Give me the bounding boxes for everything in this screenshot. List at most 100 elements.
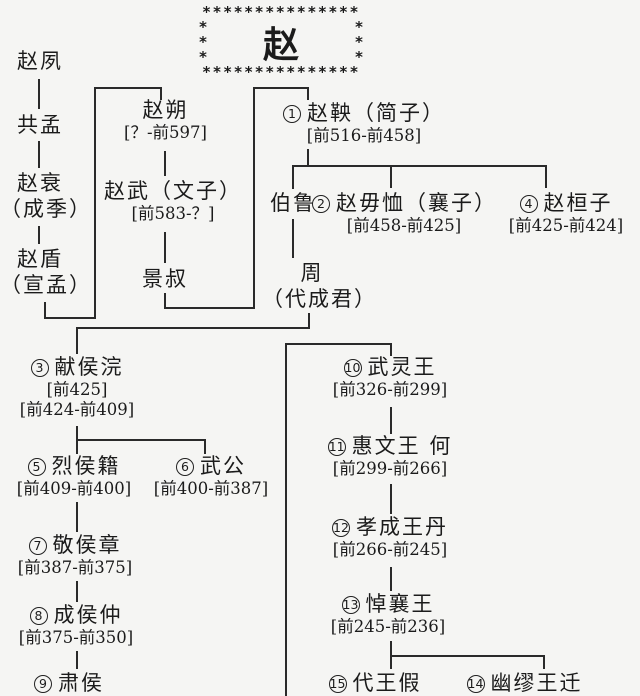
person-name-line: 14 幽缪王迁 [452, 670, 597, 696]
line-wuling-huiwen [390, 407, 392, 434]
asterisk: * [198, 33, 208, 51]
line-zhaodun-down [44, 302, 46, 319]
asterisk: * [198, 48, 208, 66]
person-gong-meng: 共孟 [10, 112, 70, 138]
person-name: 景叔 [142, 267, 188, 291]
line-jingshu-riser [253, 87, 255, 309]
person-name: 赵衰 [17, 171, 63, 195]
line-zhaodun-elbow-bottom [44, 317, 96, 319]
person-zhao-dun: 赵盾 （宣孟） [0, 246, 92, 298]
circled-number: 2 [312, 195, 330, 214]
person-name: 烈侯籍 [51, 454, 121, 478]
person-dates: [前299-前266] [332, 459, 448, 478]
circled-number: 13 [341, 596, 360, 615]
line-bolu-zhou [292, 219, 294, 258]
person-name: 代王假 [352, 671, 422, 695]
person-name-line: 13 悼襄王 [310, 591, 466, 617]
person-dates: [前387-前375] [17, 558, 133, 577]
line-jingshu-elbow-bottom [164, 307, 255, 309]
person-name: 武灵王 [367, 355, 437, 379]
person-dates: [前458-前425] [346, 216, 462, 235]
person-name: 幽缪王迁 [490, 671, 583, 695]
asterisk: * [198, 18, 208, 36]
circled-number: 12 [332, 519, 350, 538]
line-xiaocheng-daoxiang [390, 567, 392, 591]
line-suhou-wuling-riser [285, 343, 287, 696]
person-dates: [前425] [46, 380, 108, 399]
person-dates: [前266-前245] [332, 540, 448, 559]
circled-number: 14 [466, 675, 485, 694]
person-name: 武公 [200, 454, 246, 478]
title-text: 赵 [262, 24, 299, 66]
person-name: 悼襄王 [365, 592, 435, 616]
line-zhou-down [308, 313, 310, 328]
person-name: 周 [300, 261, 324, 285]
person-name: 赵盾 [17, 247, 63, 271]
person-xiao-cheng: 12 孝成王丹 [前266-前245] [310, 514, 470, 560]
person-jing-shu: 景叔 [135, 266, 195, 292]
line-jingshu-elbow-top [253, 87, 309, 89]
line-jinghou-chenghou [76, 581, 78, 602]
line-liehou-jinghou [76, 502, 78, 532]
line-drop-wugong [204, 439, 206, 454]
line-zhaodun-riser [94, 87, 96, 319]
person-name: 敬侯章 [52, 533, 122, 557]
asterisk: * [354, 48, 364, 66]
person-name: 赵毋恤（襄子） [336, 191, 497, 215]
person-name: 献侯浣 [54, 355, 124, 379]
line-zhaodun-elbow-top [94, 87, 162, 89]
person-dates: [前409-前400] [16, 479, 132, 498]
person-dates-2: [前424-前409] [19, 400, 135, 419]
line-drop-xianhou [76, 327, 78, 354]
line-drop-zhaoshuo [160, 87, 162, 100]
person-name: 赵朔 [142, 98, 189, 122]
title-border-left: * * * [197, 18, 209, 66]
person-name: 赵桓子 [543, 191, 613, 215]
circled-number: 15 [328, 675, 347, 694]
line-zhaosu-gongmeng [38, 79, 40, 109]
person-name: 共孟 [17, 113, 63, 137]
person-name-line: 5 烈侯籍 [0, 453, 148, 479]
line-zhaoyang-children-bus [292, 165, 547, 167]
asterisk: * [354, 33, 364, 51]
person-alias: （代成君） [262, 287, 377, 311]
person-name: 伯鲁 [270, 191, 316, 215]
line-zhaoyang-down [307, 149, 309, 167]
person-alias: （宣孟） [0, 273, 92, 297]
circled-number: 10 [343, 359, 362, 378]
circled-number: 1 [283, 105, 301, 124]
person-dates: [前326-前299] [332, 380, 448, 399]
line-drop-zhaowuxu [390, 165, 392, 188]
person-lie-hou: 5 烈侯籍 [前409-前400] [0, 453, 148, 499]
person-zhao-wuxu: 2 赵毋恤（襄子） [前458-前425] [312, 190, 496, 236]
line-gongmeng-zhaocui [38, 141, 40, 168]
circled-number: 9 [34, 675, 52, 694]
person-zhao-wu: 赵武（文子） [前583-？] [88, 178, 258, 224]
line-xianhou-children-bus [76, 439, 206, 441]
person-dates: [前583-？] [131, 204, 215, 223]
circled-number: 5 [27, 458, 46, 477]
title-border-top: *************** [202, 3, 360, 21]
person-name-line: 12 孝成王丹 [310, 514, 470, 540]
line-drop-zhaoyang [307, 87, 309, 100]
person-dai-wang: 15 代王假 [316, 670, 434, 696]
circled-number: 6 [176, 458, 194, 477]
person-name: 肃侯 [58, 671, 104, 695]
person-dates: [？-前597] [124, 123, 207, 142]
title-box: *************** * * * 赵 * * * **********… [197, 3, 365, 80]
person-name: 孝成王丹 [356, 515, 448, 539]
line-huiwen-xiaocheng [390, 484, 392, 514]
person-zhao-cui: 赵衰 （成季） [0, 170, 90, 222]
person-name: 赵夙 [17, 49, 63, 73]
